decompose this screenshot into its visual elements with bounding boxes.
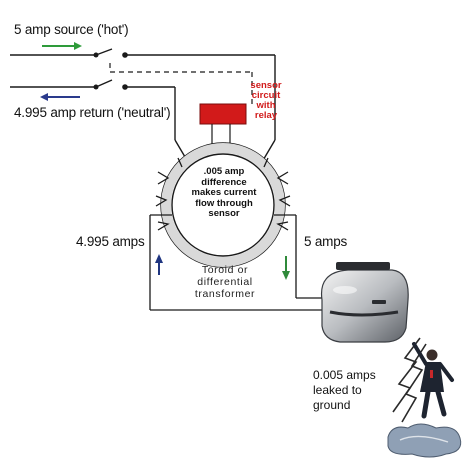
difference-label: .005 amp difference makes current flow t… [185,166,263,220]
relay-linkage [109,63,253,104]
toroid-windings [155,157,291,231]
sensor-line-2: circuit [251,90,281,101]
sensor-line-1: sensor [250,80,282,91]
difference-line-1: .005 amp [203,166,245,177]
return-current-arrowhead [40,93,48,101]
difference-line-4: flow through [195,197,253,209]
toaster-icon [320,262,409,343]
ground-line-3: ground [313,398,351,412]
toroid-ring [160,142,286,268]
ground-leak-label: 0.005 amps leaked to ground [313,368,383,413]
switch-contacts [93,52,128,90]
difference-line-5: sensor [208,208,240,219]
ground-line-2: leaked to [313,383,362,397]
down-arrow [282,256,290,280]
toroid-line-2: differential [197,276,253,288]
right-current-label: 5 amps [304,234,348,249]
left-circuit-wire [149,214,330,311]
sensor-box [199,103,247,125]
sensor-line-3: with [256,100,276,111]
toroid-line-3: transformer [194,288,256,300]
person-icon [412,342,454,419]
up-arrow [155,254,163,275]
ground-puddle-icon [387,423,462,458]
return-label: 4.995 amp return ('neutral') [14,105,171,120]
toroid-label: Toroid or differential transformer [180,264,270,300]
hot-wire [10,48,276,163]
ground-line-1: 0.005 amps [313,368,376,382]
right-circuit-wire [274,214,330,299]
sensor-circuit-label: sensor circuit with relay [236,81,296,121]
hot-current-arrowhead [74,42,82,50]
toroid-line-1: Toroid or [201,264,249,276]
difference-line-2: difference [201,176,247,188]
difference-line-3: makes current [191,187,257,198]
left-current-label: 4.995 amps [76,234,145,249]
sensor-line-4: relay [254,110,278,121]
source-label: 5 amp source ('hot') [14,22,129,37]
neutral-wire [10,79,189,163]
lightning-icon [392,337,427,423]
